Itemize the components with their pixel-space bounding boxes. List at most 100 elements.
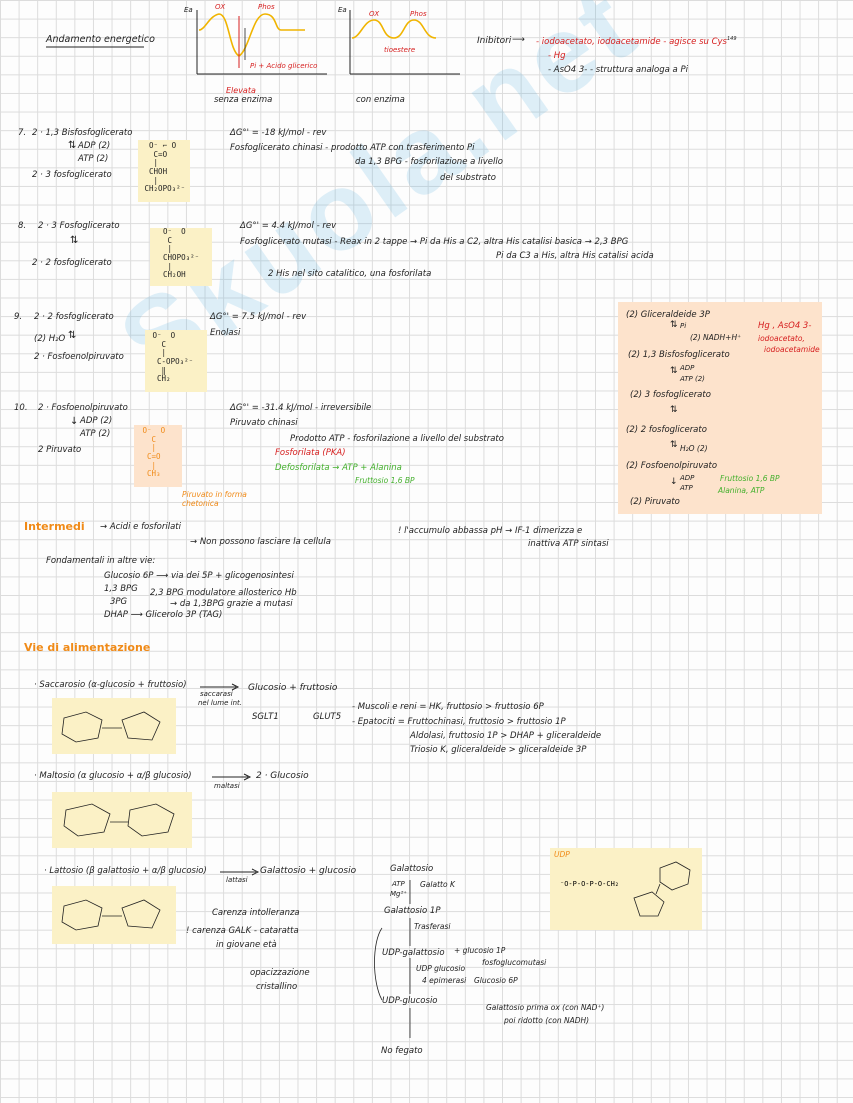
step9-number: 9. bbox=[14, 312, 22, 323]
intermedi-f: Glucosio 6P ⟶ via dei 5P + glicogenosint… bbox=[104, 571, 294, 582]
summary-inhib-1: Hg , AsO4 3- bbox=[758, 321, 811, 332]
inhibitor-3: - AsO4 3- - struttura analoga a Pi bbox=[548, 65, 688, 76]
metabolism-3: Aldolasi, fruttosio 1P > DHAP + gliceral… bbox=[410, 731, 601, 742]
summary-arrow-5: ↓ bbox=[670, 477, 678, 488]
step8-line2: Pi da C3 a His, altra His catalisi acida bbox=[496, 251, 654, 262]
metabolism-1: - Muscoli e reni = HK, fruttosio > frutt… bbox=[352, 702, 544, 713]
lattosio-arrow bbox=[220, 869, 260, 875]
udp-structure: ⁻O-P-O-P-O-CH₂ bbox=[560, 858, 700, 930]
step8-structure: O⁻ O C | CHOPO₃²⁻ | CH₂OH bbox=[154, 228, 199, 280]
step10-note: Piruvato in forma chetonica bbox=[182, 490, 272, 509]
step8-arrow: ⇅ bbox=[70, 235, 78, 248]
summary-gap: (2) Gliceraldeide 3P bbox=[626, 310, 710, 321]
step7-arrow: ⇅ bbox=[68, 140, 76, 153]
intermedi-e: Fondamentali in altre vie: bbox=[46, 556, 155, 567]
step7-product: 2 · 3 fosfoglicerato bbox=[32, 170, 112, 181]
summary-inhib-2: iodoacetato, bbox=[758, 334, 805, 343]
step8-dg: ΔG°' = 4.4 kJ/mol - rev bbox=[240, 221, 336, 232]
graph2-thioester: tioestere bbox=[384, 46, 415, 55]
svg-text:⁻O-P-O-P-O-CH₂: ⁻O-P-O-P-O-CH₂ bbox=[560, 880, 619, 888]
saccarosio-label: · Saccarosio (α-glucosio + fruttosio) bbox=[34, 680, 187, 691]
summary-atp: ATP (2) bbox=[680, 375, 705, 384]
step9-dg: ΔG°' = 7.5 kJ/mol - rev bbox=[210, 312, 306, 323]
graph2-y-label: Ea bbox=[338, 6, 347, 15]
sglt1-label: SGLT1 bbox=[252, 712, 279, 723]
inhibitors-title: Inibitori bbox=[477, 36, 511, 47]
summary-adp2: ADP bbox=[680, 474, 694, 483]
vie-title: Vie di alimentazione bbox=[24, 641, 150, 655]
step10-line2: Prodotto ATP - fosforilazione a livello … bbox=[290, 434, 504, 445]
step9-product: 2 · Fosfoenolpiruvato bbox=[34, 352, 124, 363]
graph2-caption: con enzima bbox=[356, 95, 405, 106]
step7-number: 7. bbox=[18, 128, 26, 139]
step10-reactant: 2 · Fosfoenolpiruvato bbox=[38, 403, 128, 414]
step10-dg: ΔG°' = -31.4 kJ/mol - irreversibile bbox=[230, 403, 371, 414]
lattosio-note-2: ! carenza GALK - cataratta bbox=[186, 926, 299, 937]
step7-adp: ADP (2) bbox=[78, 141, 110, 152]
step10-phosphorylated: Fosforilata (PKA) bbox=[275, 448, 346, 459]
summary-activator-2: Alanina, ATP bbox=[718, 486, 764, 495]
summary-arrow-1: ⇅ bbox=[670, 320, 678, 331]
graph2-peak-ox: OX bbox=[369, 10, 379, 19]
maltosio-label: · Maltosio (α glucosio + α/β glucosio) bbox=[34, 771, 192, 782]
saccarosio-products: Glucosio + fruttosio bbox=[248, 683, 337, 694]
inhibitors-arrow: ⟶ bbox=[512, 35, 525, 46]
step9-enzyme: Enolasi bbox=[210, 328, 240, 339]
graph1-y-label: Ea bbox=[184, 6, 193, 15]
step9-structure: O⁻ O C | C-OPO₃²⁻ ‖ CH₂ bbox=[148, 332, 193, 384]
step8-number: 8. bbox=[18, 221, 26, 232]
step9-arrow: ⇅ bbox=[68, 330, 76, 343]
lactose-structure bbox=[52, 886, 176, 944]
lattosio-note-3: in giovane età bbox=[216, 940, 277, 951]
glut5-label: GLUT5 bbox=[313, 712, 341, 723]
step9-water: (2) H₂O bbox=[34, 334, 65, 345]
intermedi-b: → Non possono lasciare la cellula bbox=[190, 537, 331, 548]
graph1-peak-ox: OX bbox=[215, 3, 225, 12]
title-underline bbox=[46, 46, 146, 49]
summary-bpg: (2) 1,3 Bisfosfoglicerato bbox=[628, 350, 730, 361]
intermedi-i: 3PG bbox=[110, 597, 127, 608]
summary-adp: ADP bbox=[680, 364, 694, 373]
step10-arrow: ↓ bbox=[70, 416, 78, 429]
summary-nadh: (2) NADH+H⁺ bbox=[690, 333, 741, 342]
intermedi-g: 1,3 BPG bbox=[104, 584, 138, 595]
summary-arrow-3: ⇅ bbox=[670, 405, 678, 416]
intermedi-title: Intermedi bbox=[24, 520, 85, 534]
step7-line2: da 1,3 BPG - fosforilazione a livello bbox=[355, 157, 503, 168]
summary-arrow-4: ⇅ bbox=[670, 440, 678, 451]
step10-dephosphorylated: Defosforilata → ATP + Alanina bbox=[275, 463, 402, 474]
step10-number: 10. bbox=[14, 403, 28, 414]
maltosio-enzyme: maltasi bbox=[214, 782, 240, 791]
intermedi-j: → da 1,3BPG grazie a mutasi bbox=[170, 599, 293, 610]
summary-3pg: (2) 3 fosfoglicerato bbox=[630, 390, 711, 401]
graph1-peak-phos: Phos bbox=[258, 3, 275, 12]
graph1-label-acid: Pi + Acido glicerico bbox=[250, 62, 317, 71]
saccarosio-enzyme-loc: nel lume int. bbox=[198, 699, 242, 708]
intermedi-a: → Acidi e fosforilati bbox=[100, 522, 181, 533]
step8-enzyme: Fosfoglicerato mutasi - Reax in 2 tappe … bbox=[240, 237, 628, 248]
graph1-caption: senza enzima bbox=[214, 95, 272, 106]
section-title-energy: Andamento energetico bbox=[46, 34, 155, 46]
lattosio-label: · Lattosio (β galattosio + α/β glucosio) bbox=[44, 866, 207, 877]
galactose-note-1: Galattosio prima ox (con NAD⁺) bbox=[486, 1003, 604, 1012]
step10-adp: ADP (2) bbox=[80, 416, 112, 427]
maltose-structure bbox=[52, 792, 192, 848]
step10-product: 2 Piruvato bbox=[38, 445, 81, 456]
step8-line3: 2 His nel sito catalitico, una fosforila… bbox=[268, 269, 431, 280]
step10-structure: O⁻ O C | C=O | CH₃ bbox=[138, 427, 165, 479]
step9-reactant: 2 · 2 fosfoglicerato bbox=[34, 312, 114, 323]
lattosio-note-1: Carenza intolleranza bbox=[212, 908, 300, 919]
lattosio-enzyme: lattasi bbox=[226, 876, 248, 885]
phosphoglucomutase: fosfoglucomutasi bbox=[482, 958, 546, 967]
summary-activator-1: Fruttosio 1,6 BP bbox=[720, 474, 780, 483]
lattosio-products: Galattosio + glucosio bbox=[260, 866, 356, 877]
intermedi-d: inattiva ATP sintasi bbox=[528, 539, 609, 550]
intermedi-c: ! l'accumulo abbassa pH → IF-1 dimerizza… bbox=[398, 526, 582, 537]
step7-reactant: 2 · 1,3 Bisfosfoglicerato bbox=[32, 128, 132, 139]
graph2-peak-phos: Phos bbox=[410, 10, 427, 19]
step7-dg: ΔG°' = -18 kJ/mol - rev bbox=[230, 128, 326, 139]
galactose-note-2: poi ridotto (con NADH) bbox=[504, 1016, 589, 1025]
step7-structure: O⁻ ⌐ O C=O | CHOH | CH₂OPO₃²⁻ bbox=[140, 142, 185, 194]
metabolism-4: Triosio K, gliceraldeide > gliceraldeide… bbox=[410, 745, 586, 756]
summary-pi: Pi bbox=[680, 322, 686, 331]
